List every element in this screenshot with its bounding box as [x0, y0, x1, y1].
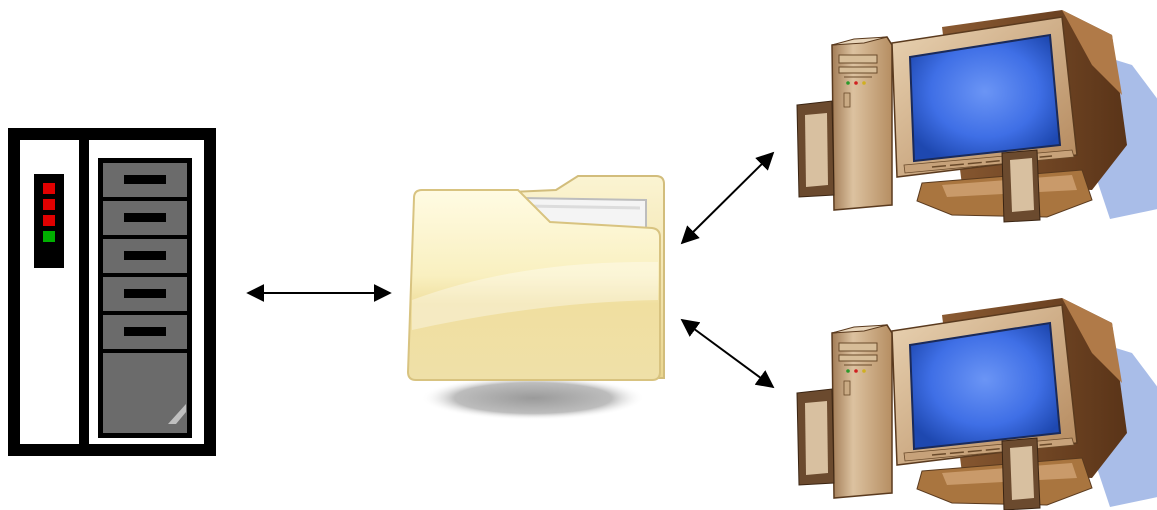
connector-arrow-folder-computer-top: [680, 151, 775, 245]
status-light: [43, 199, 55, 210]
status-lights: [43, 183, 55, 242]
status-light: [43, 231, 55, 242]
status-light: [43, 183, 55, 194]
server-rack-icon: [8, 128, 216, 456]
connector-arrow-folder-computer-bottom: [680, 318, 775, 389]
desktop-computer-icon: [796, 9, 1157, 223]
status-light: [43, 215, 55, 226]
folder-icon: [406, 175, 665, 420]
desktop-computer-icon: [796, 297, 1157, 510]
